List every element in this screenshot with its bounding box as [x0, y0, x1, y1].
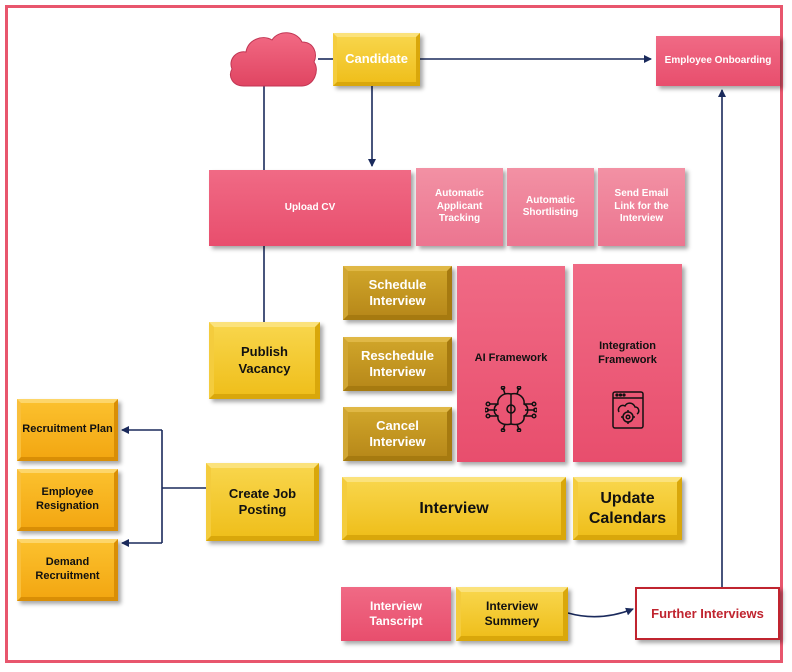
cloud-icon [230, 32, 317, 87]
interview-summary-node[interactable]: Interview Summery [456, 587, 568, 641]
automatic-applicant-tracking-node[interactable]: Automatic Applicant Tracking [416, 168, 503, 246]
cancel-interview-node[interactable]: Cancel Interview [343, 407, 452, 461]
reschedule-interview-node[interactable]: Reschedule Interview [343, 337, 452, 391]
integration-framework-label: Integration Framework [598, 340, 657, 366]
update-calendars-node[interactable]: Update Calendars [573, 477, 682, 540]
connector-summary-further [567, 607, 634, 618]
employee-onboarding-node[interactable]: Employee Onboarding [656, 36, 780, 86]
publish-vacancy-node[interactable]: Publish Vacancy [209, 322, 320, 399]
schedule-interview-node[interactable]: Schedule Interview [343, 266, 452, 320]
candidate-node[interactable]: Candidate [333, 33, 420, 86]
employee-resignation-node[interactable]: Employee Resignation [17, 469, 118, 531]
automatic-shortlisting-node[interactable]: Automatic Shortlisting [507, 168, 594, 246]
recruitment-plan-node[interactable]: Recruitment Plan [17, 399, 118, 461]
integration-framework-node[interactable]: Integration Framework [573, 264, 682, 462]
create-job-posting-node[interactable]: Create Job Posting [206, 463, 319, 541]
diagram-frame [5, 5, 783, 663]
send-email-link-node[interactable]: Send Email Link for the Interview [598, 168, 685, 246]
ai-framework-node[interactable]: AI Framework [457, 266, 565, 462]
interview-node[interactable]: Interview [342, 477, 566, 540]
further-interviews-node[interactable]: Further Interviews [635, 587, 780, 640]
upload-cv-node[interactable]: Upload CV [209, 170, 411, 246]
interview-transcript-node[interactable]: Interview Tanscript [341, 587, 451, 641]
integration-window-gear-icon [611, 390, 644, 429]
ai-brain-circuit-icon [485, 385, 537, 432]
demand-recruitment-node[interactable]: Demand Recruitment [17, 539, 118, 601]
ai-framework-label: AI Framework [474, 352, 548, 364]
